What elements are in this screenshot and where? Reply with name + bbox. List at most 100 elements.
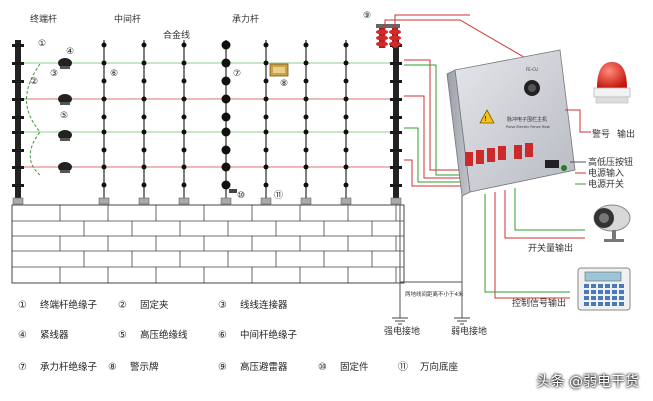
- post-insulator: [101, 129, 107, 135]
- terminal-insulator: [390, 116, 402, 119]
- legend-text: 线线连接器: [240, 299, 288, 311]
- legend-number: ⑩: [318, 362, 327, 373]
- label-strong-ground: 强电接地: [384, 325, 420, 337]
- legend-text: 承力杆绝缘子: [40, 361, 98, 373]
- keypad-key: [584, 284, 589, 288]
- post-insulator: [343, 42, 349, 48]
- terminal-insulator: [390, 62, 402, 65]
- label-output: 输出: [617, 128, 635, 140]
- keypad-key: [591, 290, 596, 294]
- label-switch-output: 开关量输出: [528, 242, 573, 254]
- tensioner-icons: [58, 58, 72, 173]
- post-insulator: [263, 42, 269, 48]
- terminal-insulator: [12, 98, 24, 101]
- post-insulator: [303, 42, 309, 48]
- marker-4: ④: [66, 47, 74, 57]
- terminal-insulator: [12, 149, 24, 152]
- post-insulator: [141, 164, 147, 170]
- post-insulator: [343, 60, 349, 66]
- post-insulator: [343, 147, 349, 153]
- camera-icon: [593, 204, 631, 242]
- post-insulator: [141, 129, 147, 135]
- marker-5: ⑤: [60, 111, 68, 121]
- post-insulator: [303, 60, 309, 66]
- post-insulator: [141, 60, 147, 66]
- post-insulator: [101, 164, 107, 170]
- post-insulator: [141, 78, 147, 84]
- post-base: [220, 197, 232, 205]
- host-terminals: [465, 143, 567, 171]
- terminal-insulator: [390, 166, 402, 169]
- legend-number: ③: [218, 300, 227, 311]
- watermark: 头条 @弱电干货: [536, 374, 639, 390]
- post-insulator: [141, 114, 147, 120]
- marker-7: ⑦: [233, 69, 241, 79]
- post-base: [178, 197, 190, 205]
- fixing-part: [229, 189, 237, 193]
- legend-text: 终端杆绝缘子: [40, 299, 98, 311]
- label-middle-post: 中间杆: [114, 13, 141, 25]
- host-model: FE-CU: [526, 67, 538, 72]
- post-insulator: [101, 114, 107, 120]
- post-insulator: [343, 114, 349, 120]
- post-insulator: [181, 42, 187, 48]
- post-insulator: [303, 114, 309, 120]
- marker-10: ⑩: [237, 191, 245, 201]
- keypad-key: [612, 296, 617, 300]
- marker-1: ①: [38, 39, 46, 49]
- post-base: [340, 197, 352, 205]
- keypad-key: [605, 290, 610, 294]
- post-insulator: [303, 164, 309, 170]
- post-insulator: [181, 60, 187, 66]
- terminal-insulator: [390, 98, 402, 101]
- pulse-host: ! 脉冲电子围栏主机 Pulse Electric Fence Host FE-…: [446, 49, 576, 197]
- label-tension-post: 承力杆: [232, 13, 259, 25]
- legend-number: ⑦: [18, 362, 27, 373]
- host-leads: [384, 14, 561, 187]
- tensioner-1: [58, 58, 72, 69]
- legend-text: 紧线器: [40, 329, 69, 341]
- legend-number: ⑥: [218, 330, 227, 341]
- keypad-key: [612, 290, 617, 294]
- legend-number: ⑪: [398, 361, 408, 373]
- post-insulator: [263, 78, 269, 84]
- post-insulator: [343, 78, 349, 84]
- post-insulator: [303, 96, 309, 102]
- post-base: [12, 197, 24, 205]
- ground-symbol-weak: [454, 317, 470, 325]
- legend-number: ⑧: [108, 362, 117, 373]
- post-insulator: [343, 164, 349, 170]
- post-insulator: [101, 147, 107, 153]
- label-alarm: 警号: [592, 128, 610, 140]
- post-insulator: [221, 145, 231, 155]
- post-insulator: [221, 112, 231, 122]
- keypad-key: [591, 296, 596, 300]
- post-insulator: [263, 60, 269, 66]
- post-insulator: [101, 96, 107, 102]
- keypad-key: [584, 290, 589, 294]
- terminal-insulator: [12, 166, 24, 169]
- keypad-key: [591, 284, 596, 288]
- legend-number: ①: [18, 300, 27, 311]
- legend-number: ④: [18, 330, 27, 341]
- keypad-key: [605, 284, 610, 288]
- terminal-insulator: [12, 62, 24, 65]
- post-insulator: [141, 182, 147, 188]
- legend-number: ⑨: [218, 362, 227, 373]
- post-insulator: [303, 182, 309, 188]
- keypad-key: [619, 302, 624, 306]
- host-title: 脉冲电子围栏主机: [507, 116, 547, 123]
- tensioner-2: [58, 94, 72, 105]
- keypad-key: [584, 296, 589, 300]
- label-power-input: 电源输入: [588, 167, 624, 179]
- keypad-key: [612, 284, 617, 288]
- legend-text: 固定件: [340, 361, 369, 373]
- keypad-key: [605, 296, 610, 300]
- keypad-key: [598, 296, 603, 300]
- post-base: [260, 197, 272, 205]
- lightning-arrestors: [376, 24, 401, 48]
- post-insulator: [181, 78, 187, 84]
- post-insulator: [221, 180, 231, 190]
- fence-wires: [22, 62, 400, 168]
